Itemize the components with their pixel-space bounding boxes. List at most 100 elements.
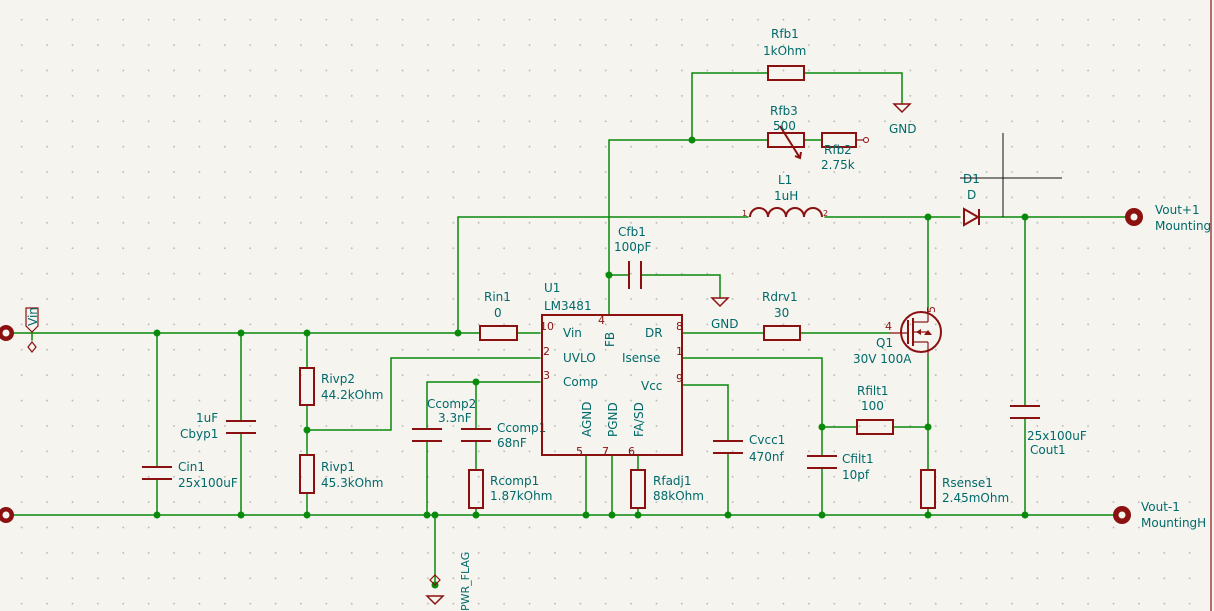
pin-fb-num: 4	[598, 314, 605, 327]
pin-fasd-num: 6	[628, 445, 635, 458]
resistor-rcomp1[interactable]: Rcomp1 1.87kOhm	[468, 469, 552, 509]
gnd-symbol-top[interactable]: GND	[889, 103, 917, 136]
cvcc1-value: 470nf	[749, 450, 785, 464]
rdrv1-ref: Rdrv1	[762, 290, 798, 304]
pin-vcc-num: 9	[676, 372, 683, 385]
connector-left-bottom[interactable]	[0, 507, 14, 523]
pin-pgnd-name: PGND	[606, 402, 620, 437]
cfilt1-ref: Cfilt1	[842, 452, 874, 466]
resistor-rin1[interactable]: Rin1 0	[479, 290, 518, 341]
resistor-rfb1[interactable]: Rfb1 1kOhm	[763, 27, 806, 81]
rin1-value: 0	[494, 306, 502, 320]
wires	[7, 72, 1131, 586]
pwr-flag-label: PWR_FLAG	[459, 552, 472, 611]
capacitor-ccomp1[interactable]: Ccomp1 68nF	[461, 421, 546, 450]
rfilt1-value: 100	[861, 399, 884, 413]
resistor-rfb3[interactable]: Rfb3 500	[767, 104, 805, 160]
gnd-top-label: GND	[889, 122, 917, 136]
mosfet-q1[interactable]: 4 5 Q1 30V 100A	[853, 306, 942, 366]
resistor-rfadj1[interactable]: Rfadj1 88kOhm	[630, 469, 704, 509]
pin-dr-num: 8	[676, 320, 683, 333]
pin-vin-num: 10	[540, 320, 554, 333]
rfadj1-value: 88kOhm	[653, 489, 704, 503]
connector-vout-plus[interactable]: Vout+1 Mounting	[1125, 203, 1211, 233]
connector-vout-minus[interactable]: Vout-1 MountingH	[1113, 500, 1206, 530]
pin-dr-name: DR	[645, 326, 663, 340]
gnd-symbol-mid[interactable]: GND	[710, 297, 739, 331]
pin-comp-name: Comp	[563, 375, 598, 389]
cbyp1-value: 1uF	[196, 411, 218, 425]
pin-isense-name: Isense	[622, 351, 660, 365]
pin-fb-name: FB	[603, 332, 617, 347]
u1-value: LM3481	[544, 299, 592, 313]
pin-vin-name: Vin	[563, 326, 582, 340]
capacitor-cvcc1[interactable]: Cvcc1 470nf	[713, 433, 785, 464]
ccomp1-value: 68nF	[497, 436, 527, 450]
gnd-mid-label: GND	[711, 317, 739, 331]
cfb1-ref: Cfb1	[618, 225, 646, 239]
pin-agnd-num: 5	[576, 445, 583, 458]
cout1-ref: Cout1	[1030, 443, 1066, 457]
inductor-l1[interactable]: 1 2 L1 1uH	[742, 173, 828, 218]
rfb1-ref: Rfb1	[771, 27, 799, 41]
cout1-value: 25x100uF	[1027, 429, 1087, 443]
capacitor-ccomp2[interactable]: Ccomp2 3.3nF	[412, 397, 476, 442]
l1-pin1: 1	[742, 209, 747, 218]
l1-pin2: 2	[823, 209, 828, 218]
diode-d1[interactable]: D1 D	[963, 172, 981, 227]
d1-ref: D1	[963, 172, 980, 186]
rfb2-value: 2.75k	[821, 158, 855, 172]
ic-u1[interactable]: U1 LM3481 10 Vin 2 UVLO 3 Comp 4 FB 8 DR…	[540, 281, 683, 458]
resistor-rsense1[interactable]: Rsense1 2.45mOhm	[920, 469, 1009, 509]
capacitor-cbyp1[interactable]: 1uF Cbyp1	[180, 411, 256, 441]
cvcc1-ref: Cvcc1	[749, 433, 785, 447]
rfb3-value: 500	[773, 119, 796, 133]
capacitor-cout1[interactable]: 25x100uF Cout1	[1010, 405, 1087, 457]
pwr-flag-symbol[interactable]: PWR_FLAG	[425, 552, 472, 611]
rfb1-value: 1kOhm	[763, 44, 806, 58]
resistor-rivp2[interactable]: Rivp2 44.2kOhm	[299, 367, 383, 406]
q1-value: 30V 100A	[853, 352, 912, 366]
resistor-rfilt1[interactable]: Rfilt1 100	[856, 384, 894, 435]
l1-value: 1uH	[774, 189, 798, 203]
q1-gate-pin: 4	[885, 320, 892, 333]
rdrv1-value: 30	[774, 306, 789, 320]
q1-drain-pin: 5	[925, 306, 938, 313]
rcomp1-value: 1.87kOhm	[490, 489, 552, 503]
rfadj1-ref: Rfadj1	[653, 474, 692, 488]
pin-pgnd-num: 7	[602, 445, 609, 458]
vout-plus-ref: Vout+1	[1155, 203, 1200, 217]
pin-uvlo-name: UVLO	[563, 351, 596, 365]
d1-value: D	[967, 188, 976, 202]
resistor-rivp1[interactable]: Rivp1 45.3kOhm	[299, 454, 383, 494]
pin-agnd-name: AGND	[580, 401, 594, 437]
rsense1-ref: Rsense1	[942, 476, 993, 490]
vin-label-text: Vin	[26, 307, 40, 326]
ccomp2-ref: Ccomp2	[427, 397, 476, 411]
pin-isense-num: 1	[676, 345, 683, 358]
rin1-ref: Rin1	[484, 290, 511, 304]
rivp2-value: 44.2kOhm	[321, 388, 383, 402]
q1-ref: Q1	[876, 336, 893, 350]
pin-fasd-name: FA/SD	[632, 402, 646, 437]
connector-left-top[interactable]	[0, 325, 14, 341]
resistor-rfb2[interactable]: Rfb2 2.75k	[821, 132, 869, 172]
rfilt1-ref: Rfilt1	[857, 384, 889, 398]
rivp2-ref: Rivp2	[321, 372, 355, 386]
capacitor-cfilt1[interactable]: Cfilt1 10pf	[807, 452, 874, 482]
junctions	[153, 136, 1029, 589]
capacitor-cfb1[interactable]: Cfb1 100pF	[614, 225, 652, 289]
vin-net-label[interactable]: Vin	[25, 307, 40, 353]
resistor-rdrv1[interactable]: Rdrv1 30	[762, 290, 801, 341]
pin-vcc-name: Vcc	[641, 379, 662, 393]
l1-ref: L1	[778, 173, 792, 187]
cfb1-value: 100pF	[614, 240, 652, 254]
crosshair-cursor-icon	[960, 133, 1062, 217]
ccomp1-ref: Ccomp1	[497, 421, 546, 435]
pin-uvlo-num: 2	[543, 345, 550, 358]
vout-plus-value: Mounting	[1155, 219, 1211, 233]
capacitor-cin1[interactable]: Cin1 25x100uF	[142, 460, 238, 490]
cin1-ref: Cin1	[178, 460, 205, 474]
